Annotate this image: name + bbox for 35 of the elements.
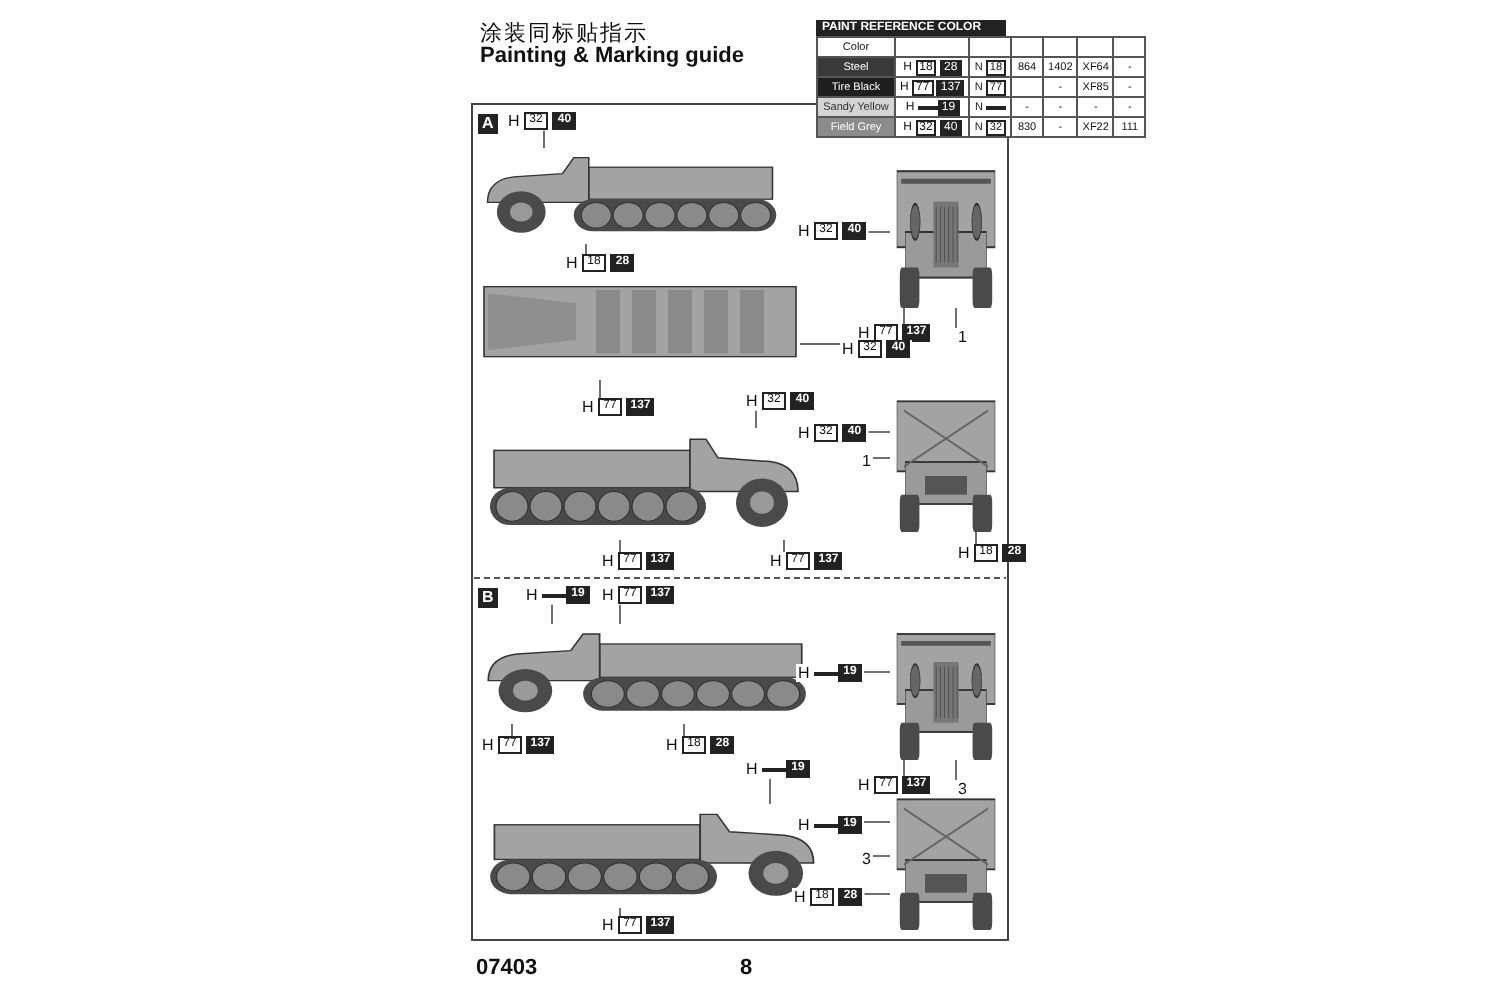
leader-line	[863, 821, 891, 823]
leader-line	[755, 410, 757, 429]
leader-line	[619, 907, 621, 917]
leader-line	[867, 231, 891, 233]
leader-line	[863, 893, 891, 895]
leader-line	[683, 723, 685, 737]
leader-line	[769, 778, 771, 805]
panel-letter: A	[478, 114, 498, 134]
leader-line	[872, 457, 891, 459]
leader-line	[585, 243, 587, 255]
page-subtitle: 涂装同标贴指示	[480, 20, 648, 46]
leader-line	[903, 759, 905, 777]
leader-line	[599, 379, 601, 399]
panel-letter: B	[478, 588, 498, 608]
leader-line	[799, 343, 841, 345]
page-number: 8	[740, 956, 753, 980]
leader-line	[511, 723, 513, 737]
leader-line	[619, 539, 621, 553]
leader-line	[975, 531, 977, 545]
kit-number: 07403	[476, 956, 538, 980]
leader-line	[619, 604, 621, 625]
callout-label: 1	[956, 328, 969, 346]
leader-line	[872, 855, 891, 857]
leader-line	[543, 130, 545, 149]
callout-label: 1	[860, 452, 873, 470]
leader-line	[903, 307, 905, 325]
page-title: Painting & Marking guide	[480, 44, 745, 68]
callout-label: 3	[956, 780, 969, 798]
leader-line	[551, 604, 553, 625]
leader-line	[863, 671, 891, 673]
leader-line	[955, 759, 957, 781]
callout-label: 3	[860, 850, 873, 868]
leader-line	[783, 539, 785, 553]
leader-line	[955, 307, 957, 329]
leader-line	[867, 431, 891, 433]
